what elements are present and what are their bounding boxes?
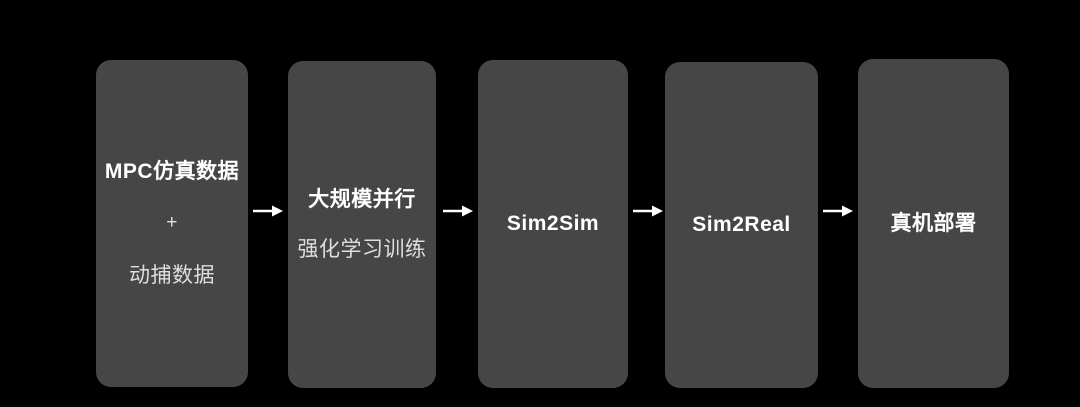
arrow-right-icon (822, 201, 854, 221)
stage-label-line: 强化学习训练 (297, 237, 427, 261)
stage-label-group: 真机部署 (858, 212, 1009, 235)
stage-box-mpc-data: MPC仿真数据 + 动捕数据 (96, 60, 248, 387)
stage-label-group: 大规模并行 强化学习训练 (288, 188, 436, 260)
stage-label-group: Sim2Real (665, 213, 818, 236)
stage-label-line: Sim2Real (692, 213, 791, 237)
stage-box-large-scale-rl: 大规模并行 强化学习训练 (288, 61, 436, 388)
stage-box-sim2real: Sim2Real (665, 62, 818, 388)
stage-label-line: 大规模并行 (308, 188, 416, 212)
stage-label-line: + (166, 212, 178, 234)
arrow-right-icon (252, 201, 284, 221)
arrow-right-icon (632, 201, 664, 221)
stage-label-line: 真机部署 (890, 211, 977, 235)
stage-label-line: Sim2Sim (506, 212, 600, 236)
stage-label-group: Sim2Sim (478, 212, 628, 235)
arrow-right-icon (442, 201, 474, 221)
stage-box-sim2sim: Sim2Sim (478, 60, 628, 388)
stage-label-line: MPC仿真数据 (104, 159, 240, 183)
stage-box-real-robot-deployment: 真机部署 (858, 59, 1009, 388)
stage-label-line: 动捕数据 (129, 263, 215, 287)
stage-label-group: MPC仿真数据 + 动捕数据 (96, 160, 248, 287)
